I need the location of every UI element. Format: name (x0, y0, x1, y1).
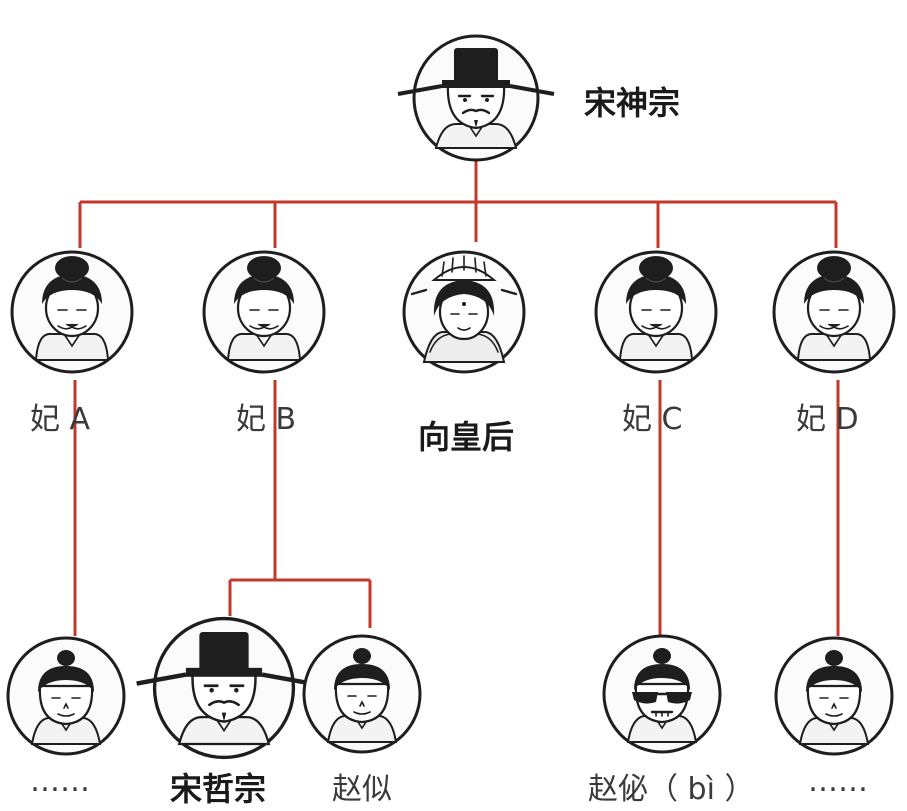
label-child-d: …… (808, 764, 868, 799)
sunglasses-boy-icon (602, 634, 722, 754)
label-zhao-si: 赵似 (332, 772, 392, 807)
label-zhezong: 宋哲宗 (170, 770, 267, 808)
topknot-boy-icon (6, 636, 126, 756)
official-hat-face-icon (396, 34, 556, 162)
bun-hair-woman-icon (594, 250, 718, 374)
label-consort-b: 妃 B (236, 402, 297, 437)
crowned-empress-icon (402, 250, 526, 374)
bun-hair-woman-icon (772, 250, 896, 374)
label-zhao-bi: 赵佖（ bì ） (588, 772, 755, 807)
label-empress: 向皇后 (418, 418, 515, 456)
topknot-boy-icon (774, 636, 894, 756)
bun-hair-woman-icon (10, 250, 134, 374)
label-consort-a: 妃 A (30, 402, 91, 437)
label-consort-d: 妃 D (796, 402, 859, 437)
connector-lines (73, 160, 840, 636)
bun-hair-woman-icon (202, 250, 326, 374)
label-child-a: …… (30, 764, 90, 799)
official-hat-face-icon (137, 619, 312, 758)
topknot-boy-icon (302, 634, 422, 754)
label-consort-c: 妃 C (622, 402, 683, 437)
label-emperor: 宋神宗 (584, 84, 681, 122)
portraits-layer (6, 34, 896, 758)
